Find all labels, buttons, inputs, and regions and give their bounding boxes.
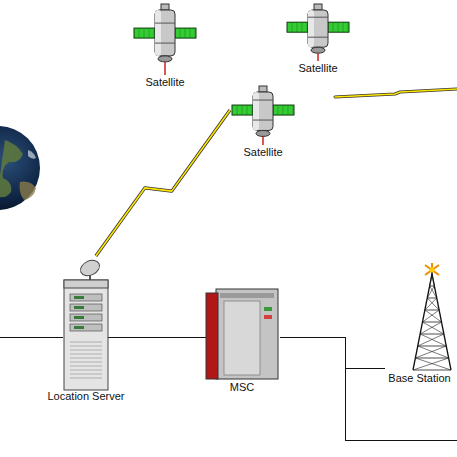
- satellite-icon: [285, 2, 351, 62]
- node-label: Base Station: [386, 372, 453, 385]
- wire-connector: [108, 337, 208, 338]
- server-icon: [58, 258, 114, 390]
- msc-node: MSC: [202, 287, 282, 394]
- wire-connector: [280, 338, 385, 369]
- node-label: Satellite: [283, 62, 353, 75]
- node-label: MSC: [202, 381, 282, 394]
- radio-link: [335, 89, 457, 97]
- satellite-icon: [230, 84, 296, 146]
- connector-group: [96, 110, 230, 256]
- location-server-node: Location Server: [45, 258, 127, 403]
- radio-link: [96, 110, 230, 256]
- base-station-node: Base Station: [386, 262, 453, 385]
- node-label: Satellite: [130, 76, 200, 89]
- connector-group: [108, 337, 208, 338]
- earth-globe: [0, 126, 40, 210]
- msc-icon: [204, 287, 280, 381]
- connector-group: [280, 338, 385, 369]
- satellite-node: Satellite: [228, 84, 298, 159]
- satellite-node: Satellite: [130, 2, 200, 89]
- node-label: Satellite: [228, 146, 298, 159]
- satellite-icon: [132, 2, 198, 76]
- satellite-node: Satellite: [283, 2, 353, 75]
- tower-icon: [410, 262, 454, 372]
- node-label: Location Server: [45, 390, 127, 403]
- radio-link-outline: [96, 110, 230, 256]
